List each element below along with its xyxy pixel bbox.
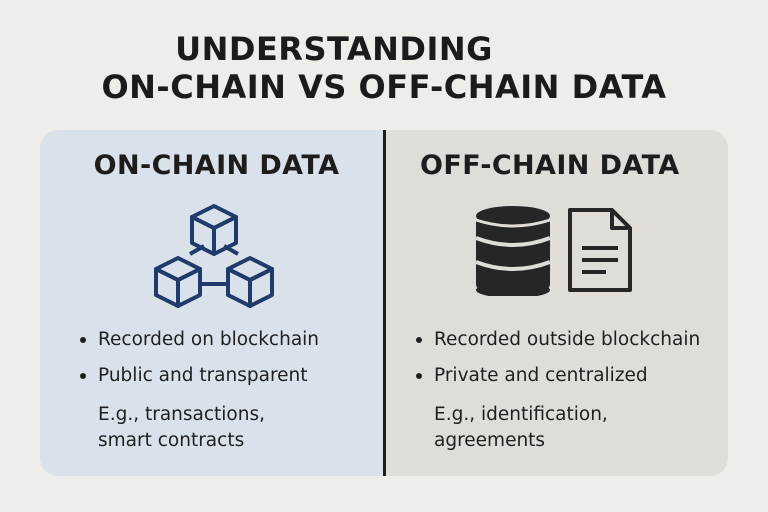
example-line-2: smart contracts — [98, 430, 245, 451]
bullet-dot — [80, 337, 86, 343]
off-chain-example: E.g., identification, agreements — [434, 402, 608, 454]
bullet-text: Recorded outside blockchain — [434, 329, 701, 350]
off-chain-panel: OFF-CHAIN DATA — [386, 130, 728, 476]
on-chain-heading: ON-CHAIN DATA — [93, 150, 340, 181]
title-line-2: ON-CHAIN VS OFF-CHAIN DATA — [101, 68, 667, 106]
example-line-1: E.g., identification, — [434, 404, 608, 425]
bullet-dot — [416, 373, 422, 379]
page-title: UNDERSTANDING ON-CHAIN VS OFF-CHAIN DATA — [0, 30, 768, 106]
panel-divider — [383, 130, 386, 476]
document-icon — [568, 208, 632, 292]
example-line-2: agreements — [434, 430, 546, 451]
example-line-1: E.g., transactions, — [98, 404, 265, 425]
blockchain-cubes-icon — [152, 202, 276, 318]
bullet-dot — [416, 337, 422, 343]
bullet-text: Public and transparent — [98, 365, 308, 386]
list-item: Public and transparent — [80, 364, 319, 388]
off-chain-heading: OFF-CHAIN DATA — [420, 150, 680, 181]
list-item: Recorded outside blockchain — [416, 328, 700, 352]
off-chain-bullets: Recorded outside blockchain Private and … — [416, 328, 700, 400]
list-item: Private and centralized — [416, 364, 700, 388]
bullet-dot — [80, 373, 86, 379]
list-item: Recorded on blockchain — [80, 328, 319, 352]
database-icon — [475, 206, 551, 298]
on-chain-bullets: Recorded on blockchain Public and transp… — [80, 328, 319, 400]
on-chain-panel: ON-CHAIN DATA — [40, 130, 383, 476]
on-chain-example: E.g., transactions, smart contracts — [98, 402, 265, 454]
off-chain-icons — [474, 206, 634, 300]
bullet-text: Recorded on blockchain — [98, 329, 320, 350]
bullet-text: Private and centralized — [434, 365, 648, 386]
comparison-panels: ON-CHAIN DATA — [40, 130, 728, 476]
title-line-1: UNDERSTANDING — [175, 30, 493, 68]
